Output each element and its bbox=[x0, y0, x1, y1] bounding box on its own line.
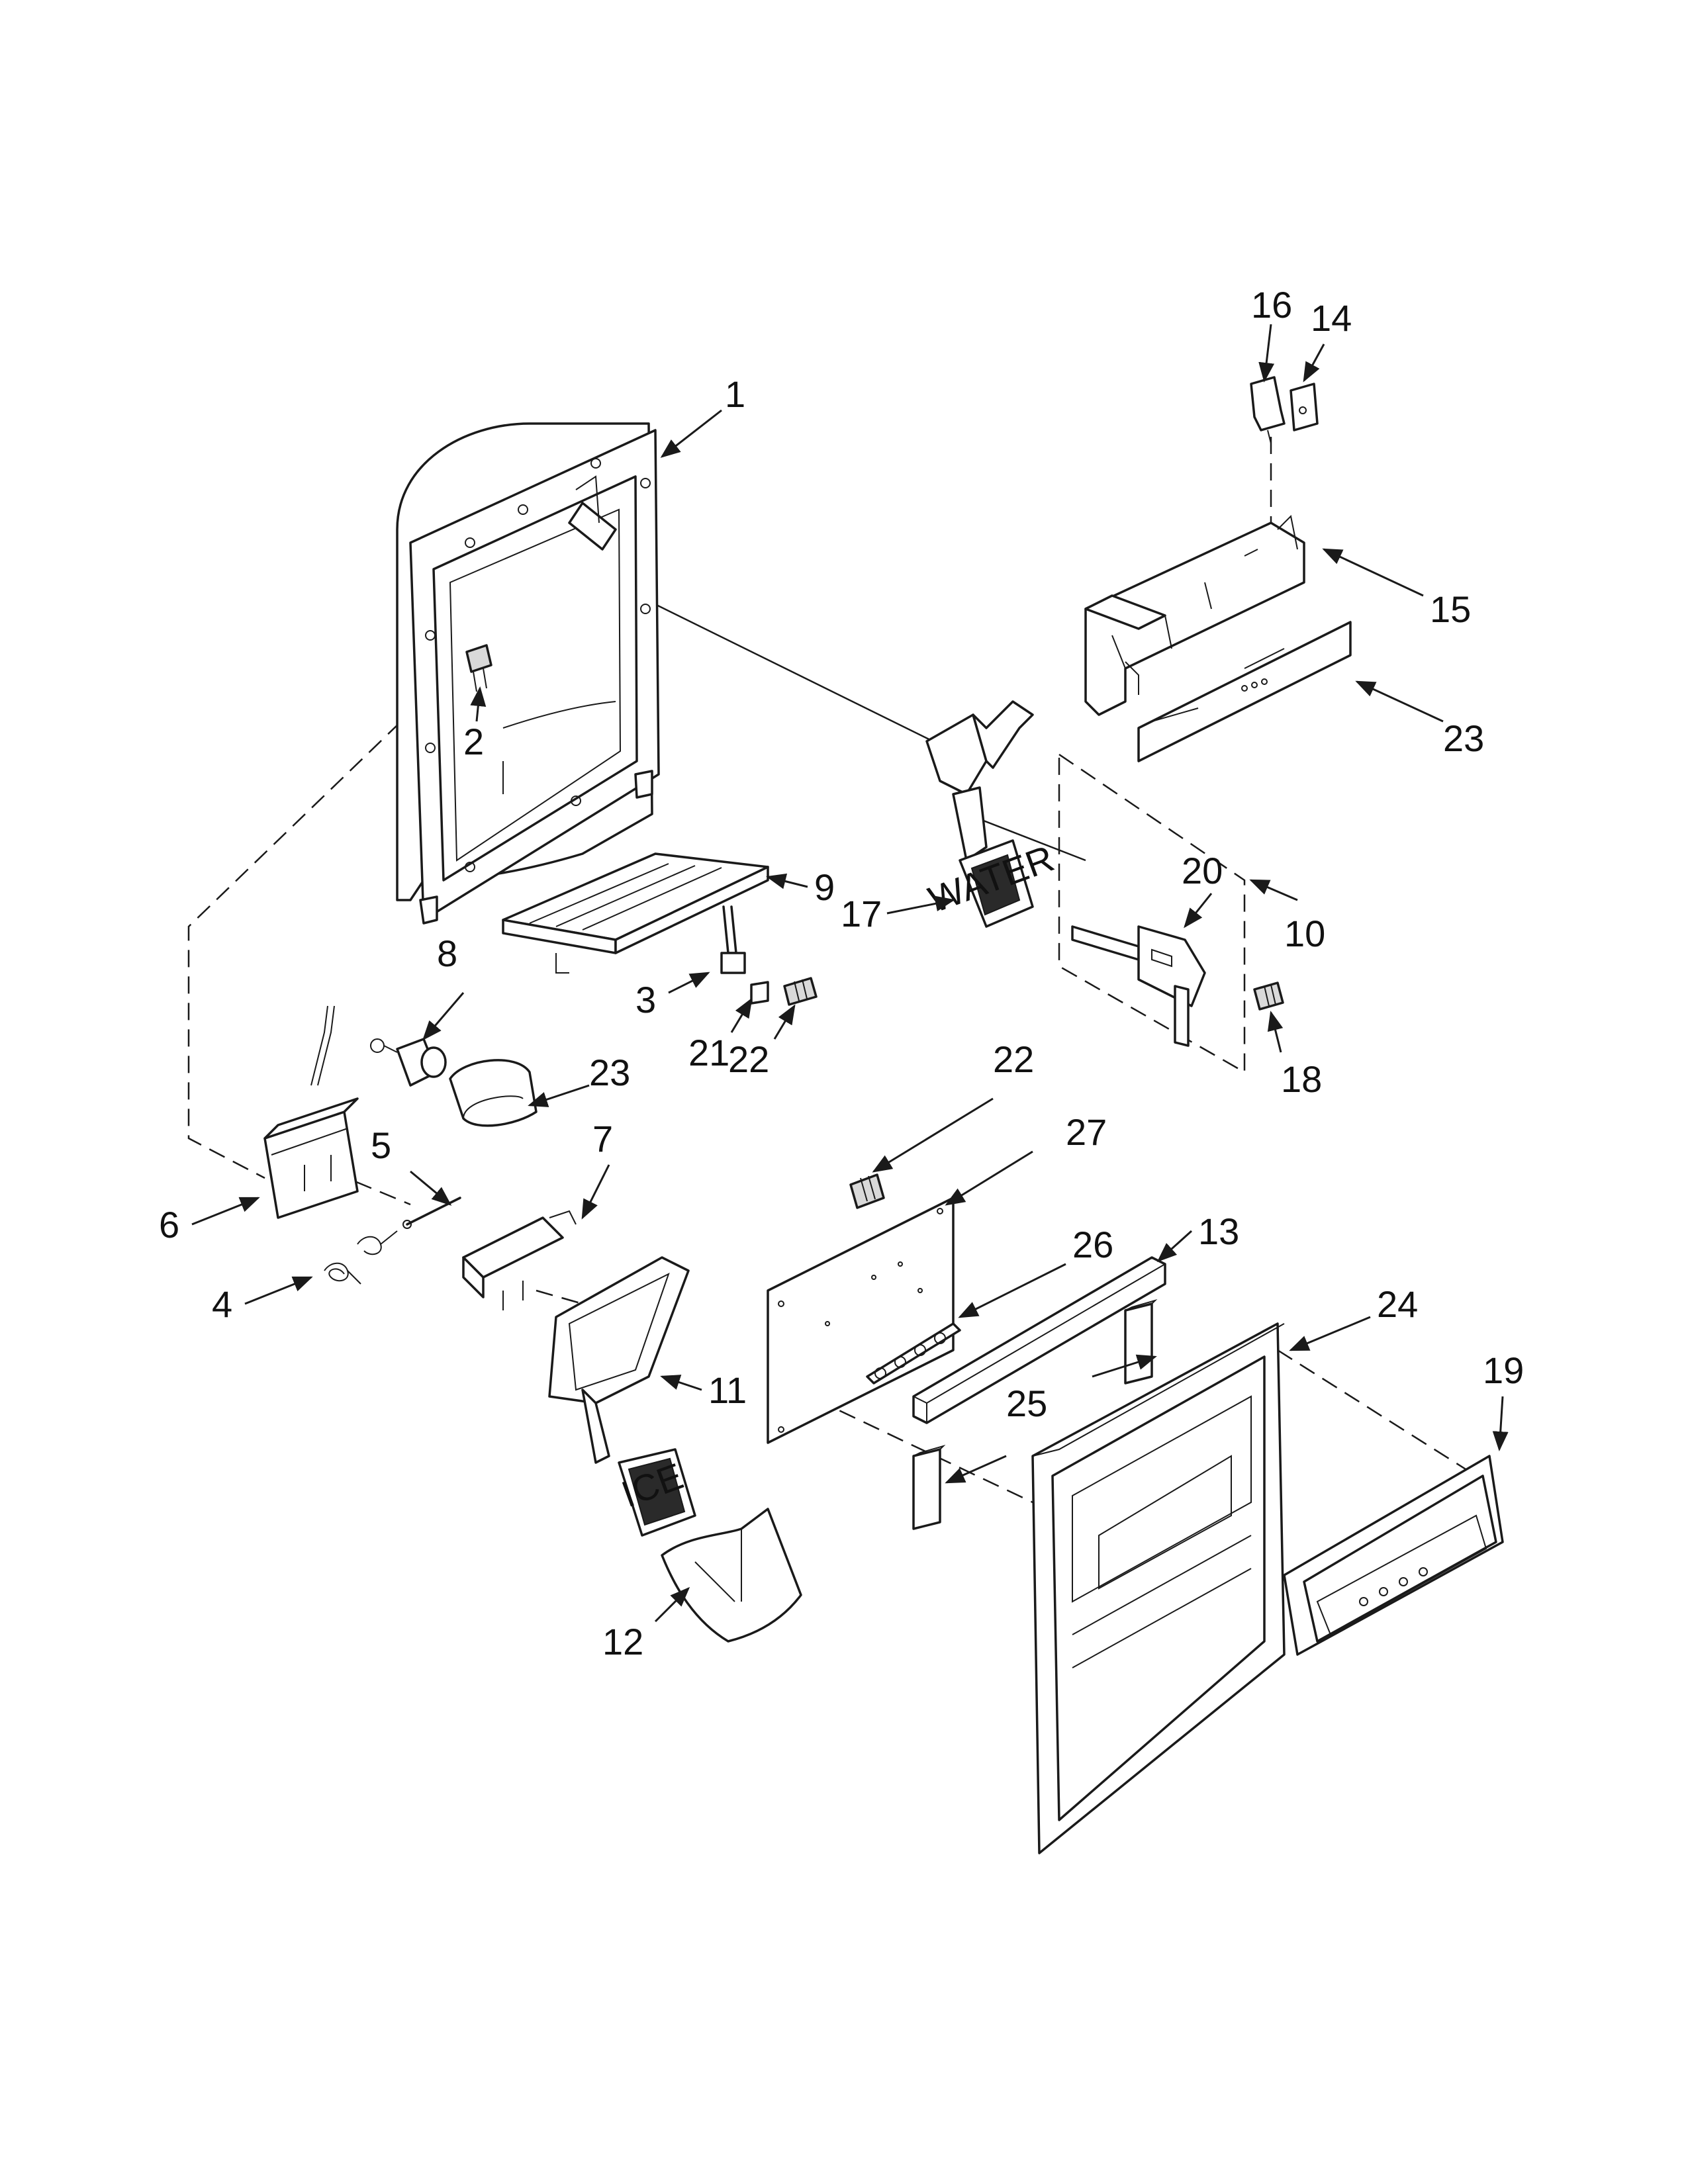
actuator-part-7 bbox=[462, 1210, 577, 1310]
callout-23-middle: 23 bbox=[589, 1052, 630, 1093]
callout-12: 12 bbox=[602, 1621, 643, 1662]
callout-5: 5 bbox=[371, 1124, 391, 1166]
plate-part-21 bbox=[750, 981, 769, 1005]
lever-part-20 bbox=[1071, 925, 1206, 1047]
callout-21: 21 bbox=[688, 1032, 729, 1073]
ice-paddle-part-11: ICE bbox=[548, 1256, 696, 1537]
ice-chute-part-12 bbox=[661, 1508, 802, 1643]
callout-27: 27 bbox=[1066, 1111, 1107, 1153]
dispenser-housing bbox=[396, 422, 660, 925]
solenoid-part-8 bbox=[370, 1038, 447, 1087]
callout-15: 15 bbox=[1430, 588, 1471, 630]
callout-6: 6 bbox=[159, 1204, 179, 1246]
callout-2: 2 bbox=[463, 721, 484, 762]
callout-9: 9 bbox=[814, 866, 835, 908]
control-housing-part-15 bbox=[1084, 514, 1305, 716]
callout-11: 11 bbox=[708, 1369, 747, 1411]
callout-1: 1 bbox=[725, 373, 745, 415]
callout-19: 19 bbox=[1483, 1349, 1524, 1391]
insulator-part-14 bbox=[1289, 383, 1319, 432]
foam-block-part-25-lower bbox=[912, 1444, 946, 1530]
callout-14: 14 bbox=[1311, 297, 1352, 339]
callout-22-upper: 22 bbox=[728, 1038, 769, 1080]
switch-part-16 bbox=[1250, 376, 1286, 444]
cover-strip-part-23-right bbox=[1137, 621, 1352, 762]
callout-10: 10 bbox=[1284, 913, 1325, 954]
cap-part-23-middle bbox=[449, 1059, 538, 1127]
callout-20: 20 bbox=[1182, 850, 1223, 891]
cover-panel-part-19 bbox=[1283, 1455, 1504, 1656]
callout-26: 26 bbox=[1072, 1224, 1113, 1265]
screw-part-22-lower bbox=[849, 1173, 885, 1209]
callout-25-lower: 25 bbox=[1006, 1383, 1047, 1424]
callout-4: 4 bbox=[212, 1283, 232, 1325]
drip-tray bbox=[502, 852, 769, 974]
callout-16: 16 bbox=[1251, 284, 1292, 326]
callout-3: 3 bbox=[635, 979, 656, 1021]
trim-strip-part-13 bbox=[912, 1256, 1166, 1424]
callout-23-right: 23 bbox=[1443, 717, 1484, 759]
screw-part-2 bbox=[465, 644, 492, 692]
button-strip-part-26 bbox=[866, 1322, 961, 1385]
pin-part-5 bbox=[402, 1197, 461, 1229]
callout-24: 24 bbox=[1377, 1283, 1418, 1325]
callout-7: 7 bbox=[592, 1118, 613, 1160]
callout-22-lower: 22 bbox=[993, 1038, 1034, 1080]
front-panel-part-24 bbox=[1031, 1322, 1286, 1854]
callout-13: 13 bbox=[1198, 1210, 1239, 1252]
screw-part-18 bbox=[1253, 981, 1284, 1011]
springs-part-4 bbox=[324, 1230, 398, 1285]
leader-arrows bbox=[191, 324, 1509, 1623]
spring-clip-part-3 bbox=[720, 905, 746, 974]
water-paddle-part-17: WATER bbox=[923, 700, 1059, 928]
module-part-6 bbox=[263, 1005, 359, 1219]
callout-labels: 1 2 3 4 5 6 7 8 9 10 11 12 13 14 15 16 1… bbox=[159, 284, 1524, 1662]
callout-18: 18 bbox=[1281, 1058, 1322, 1100]
screw-part-22-upper bbox=[783, 977, 818, 1006]
callout-17: 17 bbox=[841, 893, 882, 934]
callout-8: 8 bbox=[437, 933, 457, 974]
foam-block-part-25-upper bbox=[1124, 1298, 1158, 1385]
